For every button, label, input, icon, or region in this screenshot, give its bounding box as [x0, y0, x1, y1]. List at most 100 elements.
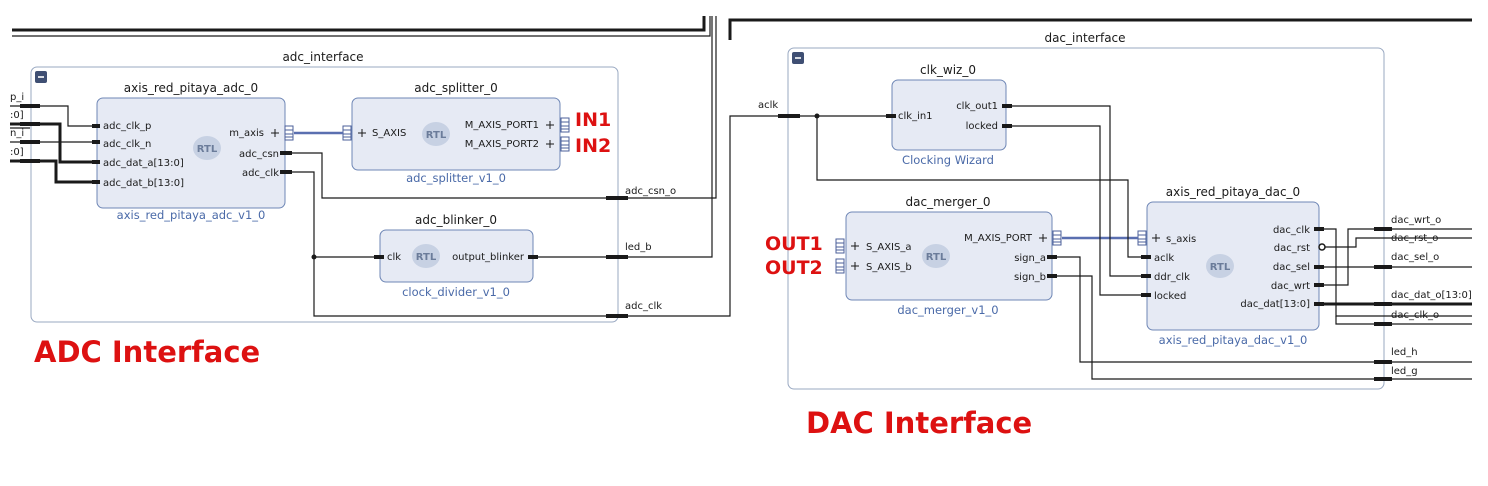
axis-red-pitaya-dac-block[interactable]: axis_red_pitaya_dac_0 s_axis aclk ddr_cl…: [1137, 185, 1320, 347]
port-aclk: aclk: [1154, 253, 1174, 264]
clk-wiz-subtitle: Clocking Wizard: [902, 153, 994, 167]
dac-block-title: axis_red_pitaya_dac_0: [1166, 185, 1300, 199]
port-m-axis-port1: M_AXIS_PORT1: [465, 120, 539, 131]
blinker-title: adc_blinker_0: [415, 213, 497, 227]
splitter-title: adc_splitter_0: [414, 81, 497, 95]
adc-internal-wires: [92, 16, 786, 318]
rtl-icon: RTL: [193, 136, 221, 160]
port-adc-dat-b: adc_dat_b[13:0]: [103, 178, 184, 189]
rtl-icon: RTL: [422, 122, 450, 146]
adc-splitter-block[interactable]: adc_splitter_0 S_AXIS RTL M_AXIS_PORT1 M…: [342, 81, 570, 185]
clk-wiz-block[interactable]: clk_wiz_0 clk_in1 clk_out1 locked Clocki…: [891, 63, 1007, 167]
rtl-icon: RTL: [412, 244, 440, 268]
net-led-h: led_h: [1391, 347, 1418, 358]
adc-collapse-icon[interactable]: [35, 71, 47, 83]
port-clk-out1: clk_out1: [956, 101, 998, 112]
port-m-axis: m_axis: [229, 128, 264, 139]
port-s-axis: S_AXIS: [372, 128, 406, 139]
splitter-body[interactable]: [351, 97, 561, 171]
net-dac-wrt-o: dac_wrt_o: [1391, 215, 1441, 226]
port-adc-clk-p: adc_clk_p: [103, 121, 151, 132]
axis-red-pitaya-adc-block[interactable]: axis_red_pitaya_adc_0 adc_clk_p adc_clk_…: [96, 81, 294, 222]
port-adc-dat-a: adc_dat_a[13:0]: [103, 158, 184, 169]
svg-text:RTL: RTL: [1210, 262, 1231, 273]
svg-text:RTL: RTL: [197, 144, 218, 155]
svg-text:RTL: RTL: [426, 130, 447, 141]
port-s-axis-dac: s_axis: [1166, 234, 1196, 245]
blinker-subtitle: clock_divider_v1_0: [402, 285, 510, 299]
port2-plus-icon[interactable]: [546, 140, 554, 148]
svg-text:RTL: RTL: [926, 252, 947, 263]
port-adc-clk-n: adc_clk_n: [103, 139, 151, 150]
net-adc-csn-o: adc_csn_o: [625, 186, 676, 197]
port1-bus-interface-icon[interactable]: [560, 117, 570, 133]
port-clk: clk: [387, 252, 401, 263]
s-axis-dac-bus-interface-icon[interactable]: [1137, 230, 1147, 246]
s-axis-a-bus-interface-icon[interactable]: [835, 238, 845, 254]
net-dac-sel-o: dac_sel_o: [1391, 252, 1439, 263]
port-dac-wrt: dac_wrt: [1271, 281, 1310, 292]
ext-port-0-a: :0]: [10, 110, 24, 121]
port1-plus-icon[interactable]: [546, 121, 554, 129]
ext-port-0-b: :0]: [10, 147, 24, 158]
port-s-axis-a: S_AXIS_a: [866, 242, 911, 253]
net-led-b: led_b: [625, 242, 652, 253]
s-axis-b-plus-icon[interactable]: [851, 262, 859, 270]
port-m-axis-port2: M_AXIS_PORT2: [465, 139, 539, 150]
port-adc-csn: adc_csn: [239, 149, 279, 160]
top-bus-wires: [12, 16, 1472, 40]
port-locked-out: locked: [966, 121, 998, 132]
port-dac-dat: dac_dat[13:0]: [1240, 299, 1310, 310]
s-axis-plus-icon[interactable]: [358, 129, 366, 137]
rtl-icon: RTL: [922, 244, 950, 268]
port-adc-clk-out: adc_clk: [242, 168, 279, 179]
adc-block-subtitle: axis_red_pitaya_adc_v1_0: [117, 208, 266, 222]
dac-internal-wires: [786, 104, 1472, 381]
dac-interface-title: dac_interface: [1044, 31, 1125, 45]
dac-merger-block[interactable]: dac_merger_0 S_AXIS_a S_AXIS_b RTL M: [835, 195, 1062, 317]
merger-subtitle: dac_merger_v1_0: [897, 303, 998, 317]
adc-interface-title: adc_interface: [282, 50, 363, 64]
rtl-icon: RTL: [1206, 254, 1234, 278]
port-output-blinker: output_blinker: [452, 252, 525, 263]
m-axis-port-bus-interface-icon[interactable]: [1052, 230, 1062, 246]
s-axis-dac-plus-icon[interactable]: [1152, 234, 1160, 242]
svg-text:RTL: RTL: [416, 252, 437, 263]
out2-annotation: OUT2: [765, 257, 823, 279]
ext-port-n-i: n_i: [10, 128, 24, 139]
port2-bus-interface-icon[interactable]: [560, 136, 570, 152]
port-clk-in1: clk_in1: [898, 111, 933, 122]
port-dac-clk: dac_clk: [1273, 225, 1310, 236]
adc-blinker-block[interactable]: adc_blinker_0 clk RTL output_blinker clo…: [379, 213, 534, 299]
adc-external-ports: p_i :0] n_i :0]: [10, 92, 98, 184]
port-sign-a: sign_a: [1014, 253, 1046, 264]
m-axis-plus-icon[interactable]: [271, 129, 279, 137]
dac-interface-label: DAC Interface: [806, 406, 1032, 440]
m-axis-port-plus-icon[interactable]: [1039, 234, 1047, 242]
port-sign-b: sign_b: [1014, 272, 1046, 283]
s-axis-bus-interface-icon[interactable]: [342, 125, 352, 141]
port-ddr-clk: ddr_clk: [1154, 272, 1190, 283]
net-adc-clk: adc_clk: [625, 301, 662, 312]
port-dac-rst: dac_rst: [1274, 243, 1310, 254]
in1-annotation: IN1: [575, 109, 611, 131]
s-axis-b-bus-interface-icon[interactable]: [835, 258, 845, 274]
net-led-g: led_g: [1391, 366, 1418, 377]
adc-interface-label: ADC Interface: [34, 335, 260, 369]
s-axis-a-plus-icon[interactable]: [851, 242, 859, 250]
splitter-subtitle: adc_splitter_v1_0: [406, 171, 506, 185]
port-dac-sel: dac_sel: [1273, 262, 1310, 273]
adc-block-title: axis_red_pitaya_adc_0: [124, 81, 258, 95]
net-dac-rst-o: dac_rst_o: [1391, 233, 1438, 244]
dac-block-subtitle: axis_red_pitaya_dac_v1_0: [1159, 333, 1308, 347]
net-aclk: aclk: [758, 100, 778, 111]
port-s-axis-b: S_AXIS_b: [866, 262, 912, 273]
port-m-axis-port: M_AXIS_PORT: [964, 233, 1033, 244]
ext-port-p-i: p_i: [10, 92, 24, 103]
m-axis-bus-interface-icon[interactable]: [284, 125, 294, 141]
dac-collapse-icon[interactable]: [792, 52, 804, 64]
port-locked-in: locked: [1154, 291, 1186, 302]
clk-wiz-title: clk_wiz_0: [920, 63, 976, 77]
net-dac-dat-o: dac_dat_o[13:0]: [1391, 290, 1472, 301]
